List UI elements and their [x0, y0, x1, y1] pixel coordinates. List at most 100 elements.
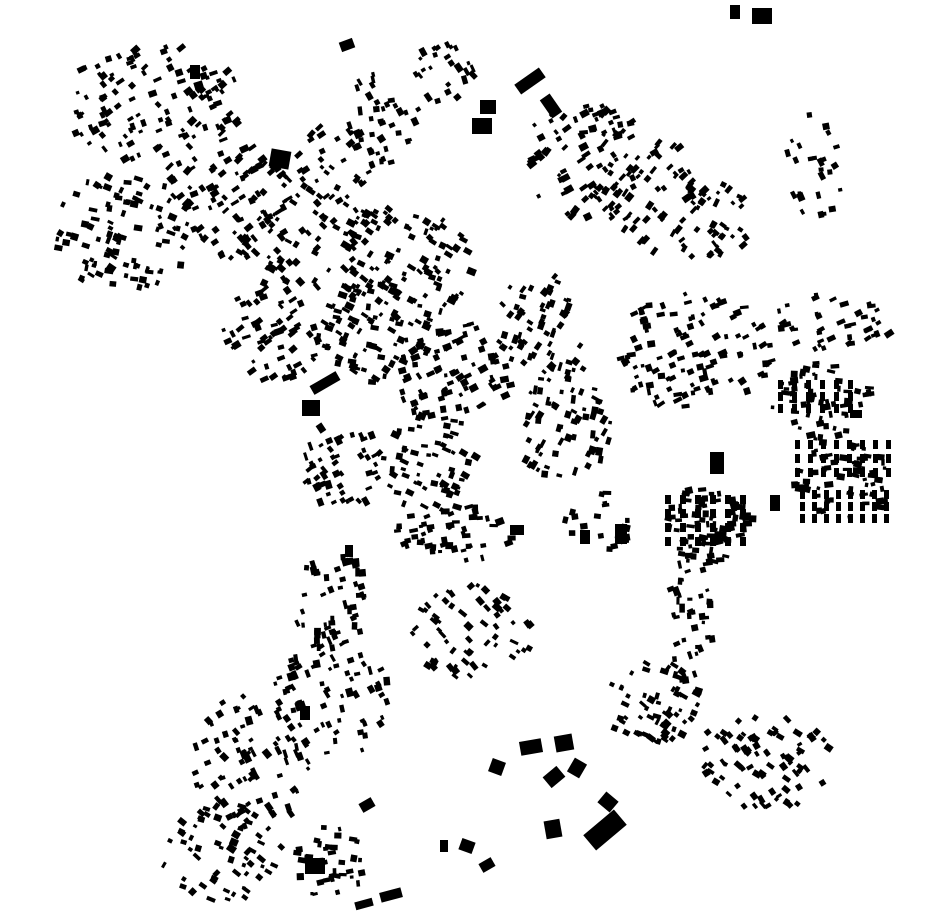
building [697, 199, 705, 207]
building [312, 243, 322, 253]
building [407, 345, 419, 356]
building [628, 174, 637, 182]
row-house [800, 514, 805, 523]
building [554, 279, 562, 285]
building [434, 268, 442, 275]
building [166, 229, 176, 237]
building [270, 322, 279, 328]
building [129, 64, 137, 70]
building [355, 215, 360, 221]
building [734, 782, 741, 790]
building [380, 455, 387, 461]
building [295, 276, 306, 287]
building [802, 478, 811, 485]
row-house [812, 514, 817, 523]
building [652, 712, 662, 720]
building [694, 701, 701, 708]
building [236, 233, 246, 244]
building [334, 353, 344, 362]
large-building [710, 452, 724, 474]
building [823, 403, 831, 411]
building [468, 382, 479, 393]
building [717, 250, 724, 258]
building [870, 331, 880, 338]
building [297, 856, 307, 864]
building [245, 299, 253, 308]
building [457, 608, 468, 618]
large-building [539, 93, 563, 119]
building [136, 283, 143, 291]
building [276, 255, 285, 263]
building [599, 103, 606, 109]
building [243, 855, 250, 862]
building [401, 271, 407, 277]
building [756, 794, 766, 805]
building [354, 838, 360, 845]
building [475, 582, 481, 588]
building [176, 43, 187, 53]
building [410, 116, 420, 127]
building [816, 486, 821, 491]
row-house [820, 392, 825, 401]
building [799, 374, 803, 379]
building [612, 114, 621, 120]
building [864, 385, 874, 390]
building [274, 207, 284, 216]
building [246, 859, 255, 868]
building [800, 401, 807, 409]
building [319, 470, 329, 481]
building [332, 314, 341, 320]
row-house [665, 523, 671, 532]
building [267, 334, 274, 340]
building [288, 295, 298, 304]
building [678, 171, 689, 181]
building [283, 757, 290, 766]
building [383, 300, 389, 306]
building [875, 319, 882, 326]
building [342, 231, 349, 237]
building [260, 864, 265, 869]
building [423, 267, 433, 276]
building [745, 763, 754, 771]
building [442, 432, 449, 439]
building [268, 371, 279, 382]
building [197, 815, 205, 822]
building [457, 231, 465, 239]
building [352, 352, 359, 358]
building [330, 499, 337, 505]
large-building [553, 733, 575, 753]
building [436, 472, 442, 478]
building [609, 151, 617, 159]
building [701, 620, 706, 625]
building [711, 240, 718, 248]
building [570, 387, 575, 394]
building [232, 118, 243, 128]
row-house [806, 392, 811, 401]
building [371, 71, 376, 78]
row-house [860, 502, 865, 511]
building [248, 704, 256, 712]
building [768, 357, 776, 364]
building [129, 276, 139, 282]
building [539, 307, 546, 313]
building [694, 651, 699, 657]
building [577, 131, 586, 140]
building [320, 465, 329, 475]
building [432, 592, 439, 599]
building [607, 200, 616, 210]
building [191, 769, 200, 777]
row-house [886, 454, 891, 463]
building [677, 560, 683, 569]
building [521, 338, 528, 346]
building [337, 585, 344, 590]
building [448, 368, 457, 377]
building [105, 246, 116, 256]
building [748, 515, 757, 523]
row-house [848, 514, 853, 523]
building [706, 227, 715, 235]
building [674, 673, 684, 681]
building [440, 536, 448, 544]
building [390, 308, 399, 318]
building [329, 216, 338, 226]
building [203, 715, 214, 726]
